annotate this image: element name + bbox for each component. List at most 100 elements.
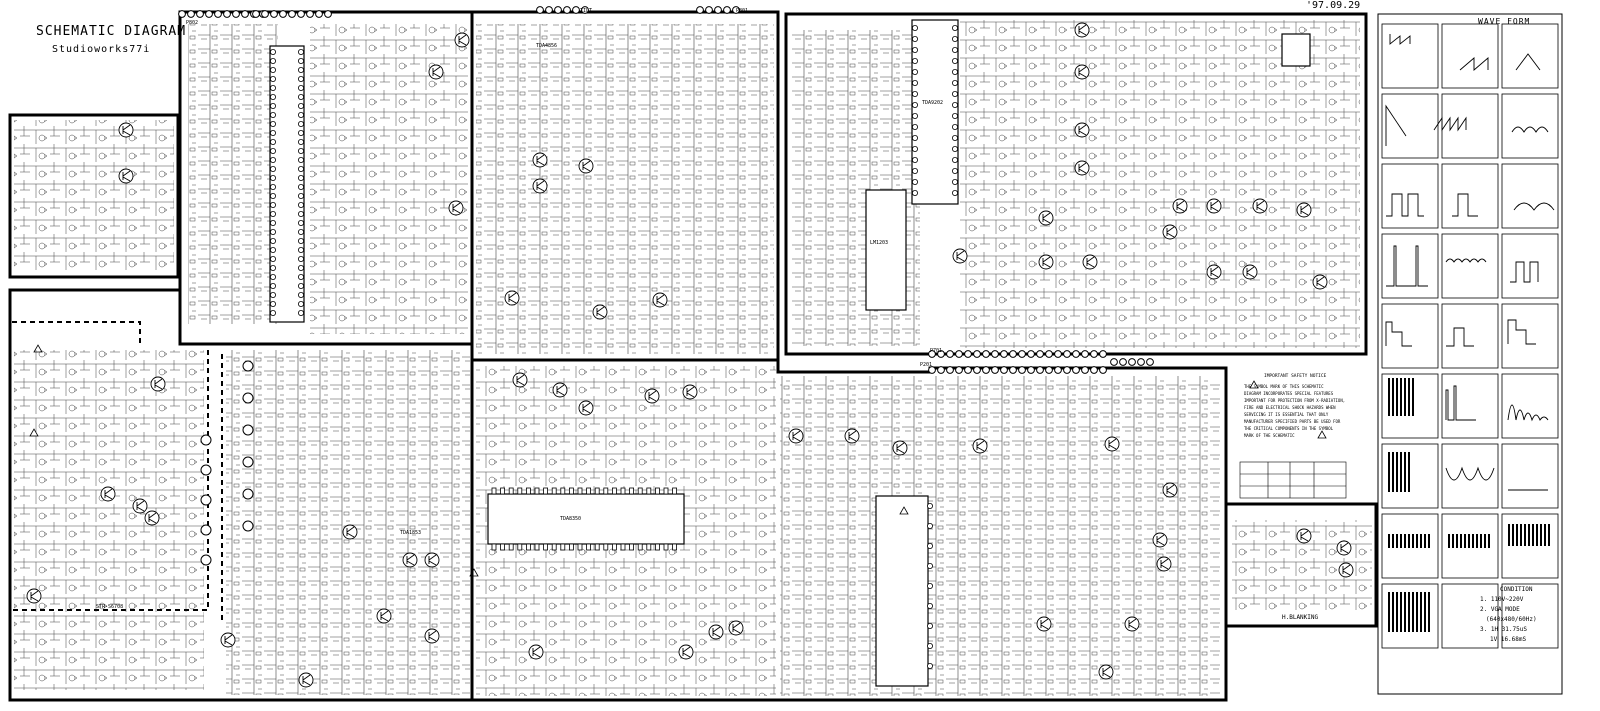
ic-pin bbox=[543, 543, 548, 551]
ic-label: TDA8350 bbox=[560, 516, 582, 522]
ic-pin bbox=[594, 543, 600, 551]
ic-pin bbox=[952, 24, 959, 31]
transistor-leads bbox=[122, 124, 131, 136]
waveform-cell bbox=[1381, 583, 1439, 649]
transistor bbox=[1338, 562, 1354, 578]
ic-pin bbox=[952, 178, 959, 185]
ic-pin bbox=[534, 487, 540, 495]
transistor-leads bbox=[148, 512, 157, 524]
waveform-cell bbox=[1501, 233, 1559, 299]
ic-pin bbox=[517, 487, 523, 495]
terminal-node bbox=[242, 488, 254, 500]
transistor bbox=[376, 608, 392, 624]
connector-pin bbox=[196, 10, 204, 18]
transistor bbox=[682, 384, 698, 400]
waveform-cell bbox=[1381, 443, 1439, 509]
video-amp-ic bbox=[911, 19, 959, 205]
transistor-leads bbox=[1340, 542, 1349, 554]
ic-pin bbox=[912, 156, 919, 163]
terminal-node bbox=[242, 424, 254, 436]
ic-pin bbox=[927, 502, 934, 509]
ic-pin bbox=[912, 178, 919, 185]
transistor bbox=[652, 292, 668, 308]
waveform-cell bbox=[1381, 163, 1439, 229]
ic-pin bbox=[927, 623, 934, 630]
transistor bbox=[1038, 210, 1054, 226]
ic-pin bbox=[620, 543, 626, 551]
transistor-leads bbox=[732, 622, 741, 634]
connector-label: P801 bbox=[736, 8, 749, 14]
waveform-cell bbox=[1441, 373, 1499, 439]
transistor bbox=[1162, 224, 1178, 240]
transistor-leads bbox=[302, 674, 311, 686]
transistor-leads bbox=[224, 634, 233, 646]
transistor-leads bbox=[976, 440, 985, 452]
transistor bbox=[552, 382, 568, 398]
ic-pin bbox=[269, 282, 276, 289]
transistor bbox=[454, 32, 470, 48]
transistor-leads bbox=[712, 626, 721, 638]
transistor-leads bbox=[428, 630, 437, 642]
transistor-leads bbox=[1256, 200, 1265, 212]
waveform-cell bbox=[1381, 233, 1439, 299]
connector-pin bbox=[1081, 366, 1089, 374]
ic-pin bbox=[912, 91, 919, 98]
transistor-leads bbox=[656, 294, 665, 306]
connector-pin bbox=[581, 6, 589, 14]
connector-pin bbox=[973, 366, 981, 374]
h-blanking-label: H.BLANKING bbox=[1282, 614, 1319, 621]
ic-pin bbox=[269, 264, 276, 271]
ic-pin bbox=[297, 174, 304, 181]
connector-pin bbox=[270, 10, 278, 18]
transistor bbox=[1074, 122, 1090, 138]
ic-pin bbox=[508, 487, 514, 495]
waveform-cell bbox=[1441, 233, 1499, 299]
transistor bbox=[26, 588, 42, 604]
connector-pin bbox=[306, 10, 314, 18]
ic-pin bbox=[297, 201, 304, 208]
transistors bbox=[26, 22, 1354, 688]
connector-pin bbox=[964, 350, 972, 358]
transistor-leads bbox=[1040, 618, 1049, 630]
waveform-panel-border bbox=[1377, 13, 1563, 695]
transistor-leads bbox=[682, 646, 691, 658]
ic-pin bbox=[912, 113, 919, 120]
ic-pin bbox=[269, 85, 276, 92]
ic-label: STR-S6708 bbox=[96, 604, 124, 610]
transistor-leads bbox=[432, 66, 441, 78]
transistor-leads bbox=[428, 554, 437, 566]
safety-notice-line: IMPORTANT FOR PROTECTION FROM X-RADIATIO… bbox=[1244, 398, 1346, 403]
transistor bbox=[532, 152, 548, 168]
connector-pin bbox=[1063, 350, 1071, 358]
safety-notice-line: MANUFACTURER SPECIFIED PARTS BE USED FOR bbox=[1244, 419, 1341, 424]
ic-pin bbox=[297, 121, 304, 128]
transistor-leads bbox=[582, 160, 591, 172]
connector-pin bbox=[241, 10, 249, 18]
transistor-leads bbox=[686, 386, 695, 398]
transistor bbox=[892, 440, 908, 456]
connector-pin bbox=[315, 10, 323, 18]
transistor-leads bbox=[532, 646, 541, 658]
ic-pin bbox=[927, 543, 934, 550]
ic-pin bbox=[952, 102, 959, 109]
ic-pin bbox=[612, 487, 617, 495]
transistor bbox=[1242, 264, 1258, 280]
connector-pin bbox=[1027, 366, 1035, 374]
transistor-leads bbox=[1316, 276, 1325, 288]
connector-pin bbox=[1081, 350, 1089, 358]
ic-pin bbox=[912, 36, 919, 43]
transistor bbox=[1124, 616, 1140, 632]
ic-pin bbox=[952, 36, 959, 43]
waveform-cell bbox=[1441, 443, 1499, 509]
ic-pin bbox=[912, 189, 919, 196]
condition-line: 2. VGA MODE bbox=[1480, 606, 1520, 613]
terminal-node bbox=[242, 360, 254, 372]
transistor-leads bbox=[648, 390, 657, 402]
ic-pin bbox=[586, 487, 591, 495]
ic-pin bbox=[952, 134, 959, 141]
connector-pin bbox=[554, 6, 562, 14]
waveform-cell bbox=[1381, 373, 1439, 439]
ic-pin bbox=[297, 49, 304, 56]
ic-pin bbox=[297, 165, 304, 172]
transistor-leads bbox=[556, 384, 565, 396]
